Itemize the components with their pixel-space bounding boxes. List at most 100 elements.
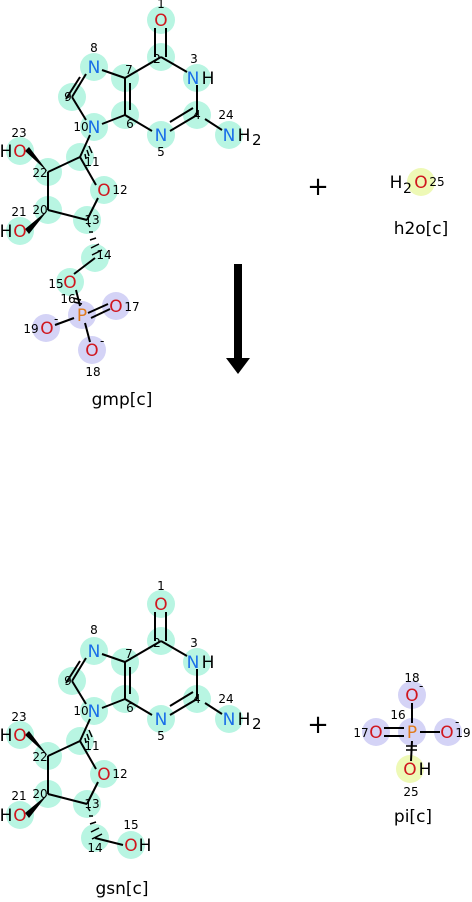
gmp-idx-10: 10: [73, 120, 88, 134]
gmp-charge-o18: -: [100, 334, 104, 348]
gsn-atom-n5: N: [155, 710, 168, 730]
gsn-idx-20: 20: [32, 787, 47, 801]
gsn-atom-o21-h: H: [0, 806, 12, 826]
gsn-idx-1: 1: [157, 579, 165, 593]
h2o-atom-o: O: [414, 173, 427, 193]
gmp-idx-6: 6: [126, 117, 134, 131]
gsn-caption: gsn[c]: [95, 879, 148, 899]
gsn-hash-bonds: [84, 729, 103, 840]
gmp-atom-o19: O: [40, 319, 53, 339]
pi-atom-o17: O: [369, 723, 382, 743]
gmp-hash-bonds: [72, 145, 103, 305]
reaction-arrow: [226, 264, 250, 374]
pi-atom-p: P: [407, 723, 417, 743]
plus-sign-products: +: [307, 710, 329, 740]
gmp-idx-17: 17: [124, 300, 139, 314]
gsn-idx-10: 10: [73, 704, 88, 718]
h2o-atom-h: H: [390, 173, 403, 193]
gmp-idx-9: 9: [64, 90, 72, 104]
gmp-idx-21: 21: [11, 205, 26, 219]
gmp-atom-n8: N: [88, 58, 101, 78]
gsn-wedge-20-21: [25, 794, 48, 818]
gmp-atom-n3: N: [187, 69, 200, 89]
gmp-idx-20: 20: [32, 203, 47, 217]
gmp-idx-1: 1: [157, 0, 165, 11]
gsn-idx-6: 6: [126, 701, 134, 715]
gsn-atom-o23-h: H: [0, 726, 12, 746]
gmp-idx-18: 18: [85, 365, 100, 379]
pi-atom-o18: O: [405, 686, 418, 706]
gmp-idx-19: 19: [23, 322, 38, 336]
gmp-atom-o23: O: [13, 142, 26, 162]
gsn-idx-14: 14: [87, 841, 102, 855]
gsn-atom-n24-h: H: [238, 710, 251, 730]
pi-caption: pi[c]: [394, 807, 432, 827]
gsn-idx-21: 21: [11, 789, 26, 803]
gsn-idx-8: 8: [90, 623, 98, 637]
gsn-idx-4: 4: [193, 692, 201, 706]
pi-molecule: P O - O O - O H 16 17 18 19 25 pi[c]: [353, 671, 470, 827]
gmp-idx-15: 15: [48, 277, 63, 291]
pi-idx-25: 25: [403, 785, 418, 799]
gsn-atom-o1: O: [154, 595, 167, 615]
gmp-idx-8: 8: [90, 41, 98, 55]
gmp-idx-13: 13: [84, 213, 99, 227]
pi-idx-16: 16: [390, 708, 405, 722]
pi-idx-18: 18: [404, 671, 419, 685]
pi-atom-o19: O: [440, 723, 453, 743]
gsn-atom-n24-sub: 2: [252, 715, 262, 733]
h2o-subscript: 2: [403, 181, 412, 197]
pi-atom-o25: O: [403, 760, 416, 780]
pi-atom-o25-h: H: [419, 760, 432, 780]
gsn-idx-22: 22: [32, 750, 47, 764]
gmp-idx-24: 24: [218, 108, 233, 122]
gmp-caption: gmp[c]: [92, 390, 153, 410]
gsn-bonds: [47, 612, 223, 846]
gmp-molecule: O N H N N N N H 2 O H O H O O P O O - O …: [0, 0, 262, 410]
gmp-idx-22: 22: [32, 166, 47, 180]
gsn-idx-5: 5: [157, 729, 165, 743]
gmp-atom-n24-sub: 2: [252, 131, 262, 149]
gsn-atom-n3: N: [187, 653, 200, 673]
pi-charge-o19: -: [455, 715, 459, 729]
gsn-wedge-22-23: [25, 731, 48, 756]
pi-bonds: [384, 703, 440, 762]
pi-idx-19: 19: [455, 726, 470, 740]
gmp-atom-o23-h: H: [0, 142, 12, 162]
h2o-molecule: H 2 O 25 h2o[c]: [390, 168, 448, 239]
gsn-atom-indices: 1 2 3 4 5 6 7 8 9 10 11 12 13 14 15 20 2…: [11, 579, 233, 855]
gsn-atom-n3-h: H: [202, 653, 215, 673]
gsn-idx-13: 13: [84, 797, 99, 811]
pi-highlights: [362, 681, 462, 783]
gmp-idx-23: 23: [11, 126, 26, 140]
gmp-idx-2: 2: [153, 52, 161, 66]
gmp-atom-n10: N: [88, 118, 101, 138]
gsn-idx-2: 2: [153, 636, 161, 650]
gmp-atom-indices: 1 2 3 4 5 6 7 8 9 10 11 12 13 14 15 16 1…: [11, 0, 233, 379]
gsn-atom-o15: O: [124, 836, 137, 856]
gsn-idx-3: 3: [190, 636, 198, 650]
gmp-atom-o18: O: [85, 341, 98, 361]
gmp-atom-o17: O: [109, 297, 122, 317]
gsn-atom-n8: N: [88, 642, 101, 662]
gsn-atom-n24: N: [223, 710, 236, 730]
gsn-idx-23: 23: [11, 710, 26, 724]
gmp-idx-7: 7: [125, 63, 133, 77]
gmp-atom-o15: O: [63, 273, 76, 293]
plus-sign-reactants: +: [307, 172, 329, 202]
pi-charge-o18: -: [419, 679, 423, 693]
gmp-wedge-20-21: [25, 210, 48, 234]
gmp-atom-p16: P: [77, 306, 87, 326]
pi-hash: [406, 745, 417, 751]
gmp-phosphate-highlights: [32, 292, 130, 364]
gmp-atom-n5: N: [155, 126, 168, 146]
gsn-atom-o21: O: [13, 806, 26, 826]
gsn-atom-o12: O: [97, 765, 110, 785]
gmp-bonds: [47, 28, 223, 343]
gsn-atom-o23: O: [13, 726, 26, 746]
gmp-atom-o12: O: [97, 181, 110, 201]
gmp-idx-4: 4: [193, 108, 201, 122]
gsn-idx-15: 15: [123, 818, 138, 832]
gmp-atom-n24-h: H: [238, 126, 251, 146]
gmp-highlights: [6, 6, 243, 296]
